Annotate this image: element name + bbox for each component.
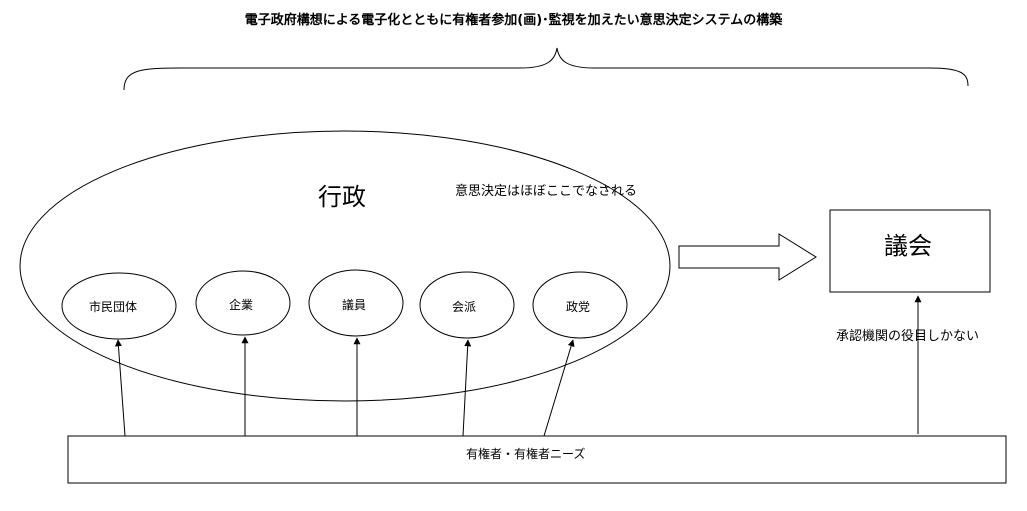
voters-bar	[67, 435, 1007, 484]
member-label-kigyo: 企業	[229, 298, 254, 312]
gyosei-ellipse	[19, 130, 671, 402]
top-brace	[123, 47, 969, 91]
member-ellipse-kaiha	[419, 271, 515, 339]
member-label-kaiha: 会派	[452, 300, 477, 314]
gikai-box	[829, 209, 991, 293]
gyosei-label: 行政	[318, 183, 366, 211]
gyosei-note: 意思決定はほぼここでなされる	[455, 184, 638, 199]
voters-label: 有権者・有権者ニーズ	[466, 447, 586, 461]
member-ellipse-shimin-dantai	[61, 272, 177, 340]
member-label-giin: 議員	[342, 298, 367, 312]
member-ellipse-kigyo	[195, 270, 291, 336]
arrow-to-seito	[543, 339, 575, 437]
member-ellipse-seito	[532, 271, 628, 339]
gikai-note: 承認機関の役目しかない	[836, 329, 980, 344]
page-title: 電子政府構想による電子化とともに有権者参加(画)･監視を加えたい意思決定システム…	[244, 13, 783, 28]
arrow-to-shimin-dantai	[114, 339, 126, 437]
arrow-to-kaiha	[462, 339, 472, 437]
gikai-label: 議会	[884, 232, 932, 260]
member-label-shimin-dantai: 市民団体	[89, 300, 138, 314]
member-label-seito: 政党	[566, 300, 591, 314]
block-arrow-to-gikai	[678, 233, 817, 281]
member-ellipse-giin	[308, 269, 404, 337]
